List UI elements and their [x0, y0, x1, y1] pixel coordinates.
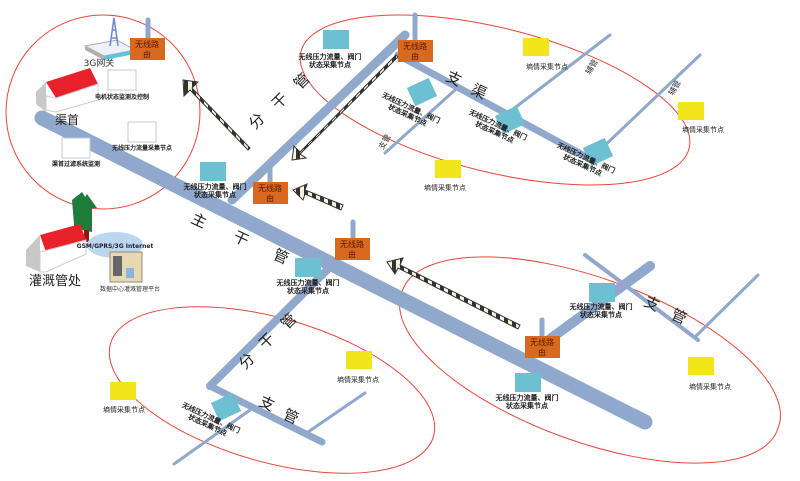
- aux-pipe-label: 辅管: [583, 57, 600, 76]
- motor-sensor-icon: [107, 69, 137, 91]
- network-label: GSM/GPRS/3G Internet: [77, 243, 154, 250]
- filter-sensor-icon: [61, 137, 91, 159]
- flow-node: [406, 77, 438, 107]
- main-pipe: [34, 110, 653, 430]
- flow-node-caption: 状态采集节点: [580, 310, 622, 319]
- router-label: 无线路: [530, 337, 554, 347]
- branch-canal-label: 支: [443, 67, 464, 90]
- flow-node-caption: 无线压力流量、阀门: [495, 393, 559, 402]
- soil-node-caption: 墒情采集节点: [103, 405, 145, 414]
- right-thin-pipe: [693, 273, 760, 339]
- wireless-router: [335, 238, 370, 260]
- lower-branch-pipe: [206, 258, 339, 390]
- aux-pipe-1: [510, 33, 612, 112]
- wireless-router: [525, 336, 560, 358]
- soil-node: [523, 38, 549, 56]
- head-filter-label: 渠首过滤系统监测: [52, 160, 100, 168]
- flow-node: [589, 283, 615, 302]
- gateway-label: 3G网关: [84, 57, 115, 69]
- flow-node-caption: 无线压力流量、阀门: [298, 52, 362, 61]
- flow-node: [582, 137, 614, 167]
- flow-node-caption: 状态采集节点: [194, 190, 236, 199]
- branch-pipe-label: 分: [245, 109, 268, 132]
- flow-node: [323, 30, 349, 49]
- data-center-label: 数据中心灌溉管理平台: [100, 285, 160, 293]
- soil-node: [435, 160, 461, 178]
- lateral-label: 支: [641, 292, 662, 315]
- lateral-label: 管: [668, 305, 689, 328]
- router-label: 由: [266, 193, 274, 203]
- server-icon: [109, 251, 143, 283]
- router-label: 无线路: [340, 239, 364, 249]
- office-label: 灌溉管处: [29, 274, 81, 289]
- flow-node-caption: 无线压力流量、阀门: [183, 182, 247, 191]
- lateral-label: 管: [280, 405, 301, 428]
- flow-node-caption: 状态采集节点: [287, 286, 329, 295]
- soil-node: [688, 357, 714, 375]
- flow-node: [295, 258, 321, 277]
- flow-node-caption: 状态采集节点: [506, 401, 548, 410]
- wireless-router: [398, 40, 433, 62]
- flow-collect-label: 无线压力流量采集节点: [111, 144, 172, 152]
- main-pipe-label: 管: [270, 245, 291, 268]
- soil-node: [678, 102, 704, 120]
- lateral-label: 支: [256, 392, 277, 415]
- router-label: 由: [348, 249, 356, 259]
- flow-node-caption: 无线压力流量、阀门: [276, 278, 340, 287]
- upper-branch-pipe: [227, 30, 410, 205]
- soil-node: [110, 382, 136, 400]
- flow-node-caption: 状态采集节点: [309, 60, 351, 69]
- flow-node: [210, 392, 242, 422]
- canal-head-house-icon: [36, 68, 99, 113]
- soil-node-caption: 墒情采集节点: [424, 183, 466, 192]
- branch-canal-label: 渠: [468, 80, 489, 103]
- main-pipe-label: 主: [188, 209, 209, 232]
- right-lateral-pipe: [583, 253, 700, 342]
- wireless-router: [130, 38, 165, 60]
- flow-sensor-icon: [127, 121, 157, 143]
- main-pipe-label: 干: [230, 227, 251, 250]
- soil-node: [346, 351, 372, 369]
- motor-label: 电机状态监测及控制: [95, 93, 149, 101]
- zone-upper-right: [299, 14, 691, 186]
- irrigation-office-house-icon: [26, 192, 97, 273]
- tower-icon: [109, 17, 119, 47]
- wireless-arrow: [291, 54, 399, 161]
- wireless-arrow: [182, 79, 251, 151]
- wireless-router: [253, 182, 288, 204]
- router-label: 无线路: [403, 41, 427, 51]
- gateway-3g: [83, 17, 137, 60]
- aux-pipe-2: [598, 53, 702, 152]
- lower-thin-pipe-2: [306, 391, 367, 434]
- soil-node-caption: 墒情采集节点: [689, 382, 731, 391]
- branch-pipe-label: 干: [268, 89, 291, 112]
- router-label: 由: [143, 49, 151, 59]
- lower-thin-pipe-1: [172, 408, 252, 466]
- wireless-arrow: [386, 257, 521, 330]
- branch-canal-pipe: [394, 51, 596, 164]
- router-label: 由: [411, 51, 419, 61]
- flow-node-caption: 无线压力流量、阀门: [569, 302, 633, 311]
- aux-pipe-label: 辅管: [666, 78, 683, 97]
- flow-node: [515, 373, 541, 392]
- canal-head-label: 渠首: [55, 113, 79, 127]
- soil-node-caption: 墒情采集节点: [682, 125, 724, 134]
- wireless-arrow: [292, 183, 344, 211]
- zone-lower-left: [108, 306, 436, 474]
- flow-node: [200, 162, 226, 181]
- soil-node-caption: 墒情采集节点: [337, 375, 379, 384]
- lateral-pipe-upper: [383, 88, 457, 155]
- router-label: 无线路: [258, 183, 282, 193]
- soil-node-caption: 墒情采集节点: [526, 62, 568, 71]
- router-label: 无线路: [135, 39, 159, 49]
- zone-head: [5, 14, 201, 210]
- branch-pipe-label: 管: [290, 69, 313, 92]
- flow-node: [494, 105, 526, 135]
- router-label: 由: [538, 347, 546, 357]
